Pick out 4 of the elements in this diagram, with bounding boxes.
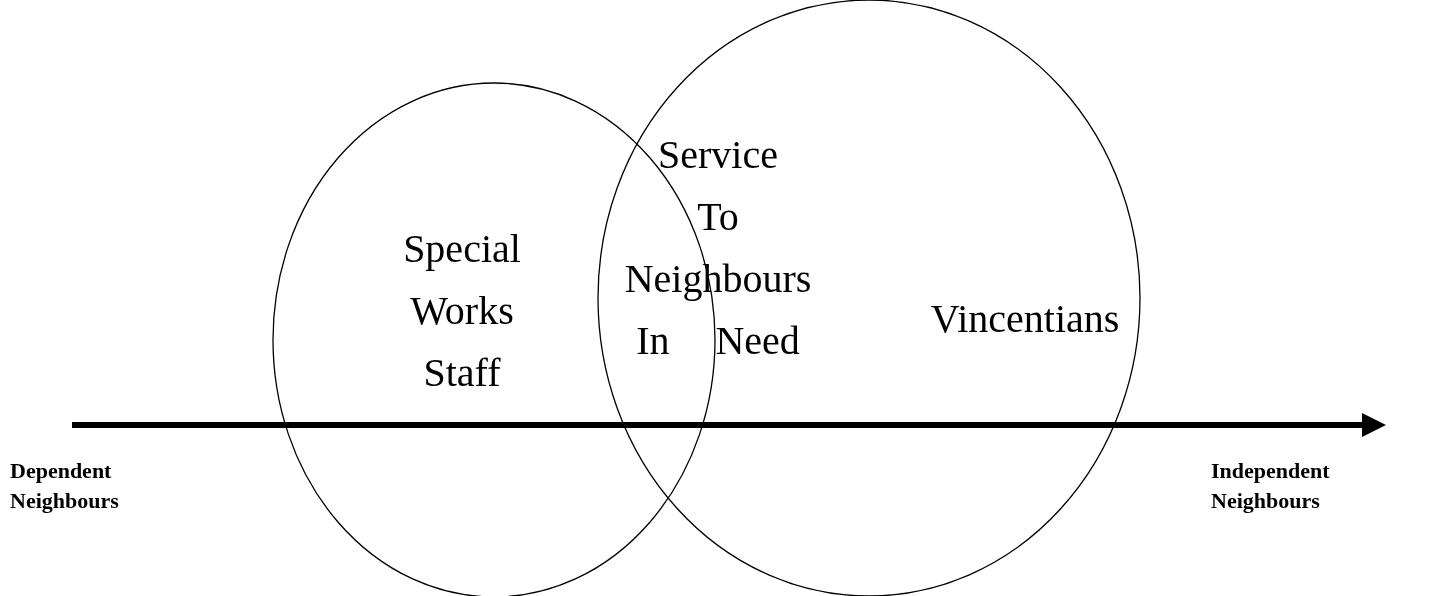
axis-end-label: Independent Neighbours	[1211, 457, 1331, 515]
axis-end-label: Dependent Neighbours	[10, 457, 120, 515]
circle-label: Special Works Staff	[402, 225, 522, 397]
circle-label: Vincentians	[929, 295, 1121, 343]
